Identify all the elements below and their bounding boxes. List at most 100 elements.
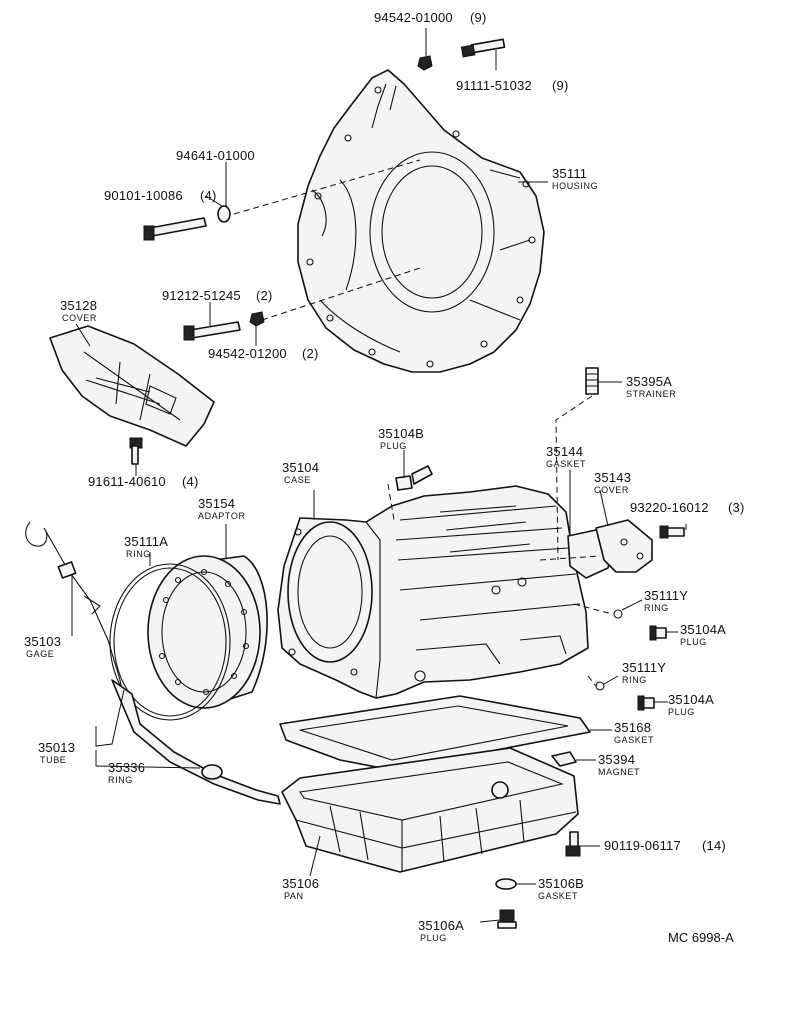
- case-drawing: [277, 485, 589, 699]
- part-name: ADAPTOR: [198, 511, 246, 521]
- gage-drawing: [25, 521, 127, 713]
- callout-94542-01200: 94542-01200 (2): [208, 346, 319, 361]
- callout-35111a-ring: 35111A RING: [124, 534, 168, 559]
- quantity: (9): [470, 10, 487, 25]
- callout-35111y-ring-lower: 35111Y RING: [622, 660, 666, 685]
- callout-35168-gasket: 35168 GASKET: [614, 720, 654, 745]
- callout-91212-51245: 91212-51245 (2): [162, 288, 273, 303]
- callout-35394-magnet: 35394 MAGNET: [598, 752, 640, 777]
- part-number: 94641-01000: [176, 148, 255, 163]
- quantity: (2): [302, 346, 319, 361]
- callout-35104a-plug-lower: 35104A PLUG: [668, 692, 714, 717]
- part-number: 35013: [38, 740, 75, 755]
- part-name: GASKET: [538, 891, 578, 901]
- callout-35128-cover: 35128 COVER: [60, 298, 97, 323]
- callout-35104a-plug-upper: 35104A PLUG: [680, 622, 726, 647]
- part-name: CASE: [284, 475, 311, 485]
- part-number: 35103: [24, 634, 61, 649]
- part-number: 91611-40610: [88, 474, 166, 489]
- part-number: 91212-51245: [162, 288, 241, 303]
- cover-35143-drawing: [595, 519, 653, 573]
- part-name: COVER: [62, 313, 97, 323]
- part-number: 35106A: [418, 918, 464, 933]
- part-name: PLUG: [420, 933, 447, 943]
- callout-93220-16012: 93220-16012 (3): [630, 500, 745, 515]
- part-number: 35395A: [626, 374, 672, 389]
- part-number: 90101-10086: [104, 188, 183, 203]
- part-name: PAN: [284, 891, 304, 901]
- quantity: (4): [200, 188, 217, 203]
- part-name: STRAINER: [626, 389, 676, 399]
- callout-35013-tube: 35013 TUBE: [38, 740, 75, 765]
- part-number: 35143: [594, 470, 631, 485]
- part-number: 35111Y: [622, 660, 666, 675]
- part-name: GASKET: [614, 735, 654, 745]
- callout-35106-pan: 35106 PAN: [282, 876, 319, 901]
- ring-35111a-drawing: [109, 563, 231, 721]
- part-name: HOUSING: [552, 181, 598, 191]
- part-name: MAGNET: [598, 767, 640, 777]
- part-number: 35104A: [680, 622, 726, 637]
- part-name: RING: [622, 675, 647, 685]
- part-name: GASKET: [546, 459, 586, 469]
- part-number: 35104: [282, 460, 319, 475]
- part-number: 35106: [282, 876, 319, 891]
- callout-35154-adaptor: 35154 ADAPTOR: [198, 496, 246, 521]
- callout-94542-01000-top: 94542-01000 (9): [374, 10, 487, 25]
- callout-35103-gage: 35103 GAGE: [24, 634, 61, 659]
- part-number: 35111Y: [644, 588, 688, 603]
- callout-35143-cover: 35143 COVER: [594, 470, 631, 495]
- callout-35106b-gasket: 35106B GASKET: [538, 876, 584, 901]
- quantity: (2): [256, 288, 273, 303]
- part-number: 35168: [614, 720, 651, 735]
- part-name: RING: [126, 549, 151, 559]
- part-name: PLUG: [380, 441, 407, 451]
- part-name: TUBE: [40, 755, 66, 765]
- part-name: RING: [644, 603, 669, 613]
- tube-drawing: [111, 679, 281, 805]
- part-number: 94542-01200: [208, 346, 287, 361]
- part-name: RING: [108, 775, 133, 785]
- quantity: (14): [702, 838, 726, 853]
- quantity: (4): [182, 474, 199, 489]
- part-number: 35111A: [124, 534, 168, 549]
- part-number: 35128: [60, 298, 97, 313]
- hardware-drawings: [129, 38, 685, 929]
- quantity: (9): [552, 78, 569, 93]
- part-number: 35106B: [538, 876, 584, 891]
- part-number: 35104A: [668, 692, 714, 707]
- callout-35104b-plug: 35104B PLUG: [378, 426, 424, 451]
- callout-35106a-plug: 35106A PLUG: [418, 918, 464, 943]
- part-number: 35111: [552, 166, 587, 181]
- part-number: 90119-06117: [604, 838, 681, 853]
- leader-lines: [71, 28, 687, 923]
- callout-35336-ring: 35336 RING: [108, 760, 145, 785]
- callout-35395a-strainer: 35395A STRAINER: [626, 374, 676, 399]
- callout-35104-case: 35104 CASE: [282, 460, 319, 485]
- diagram-reference: MC 6998-A: [668, 930, 734, 945]
- oil-pan-drawing: [281, 747, 579, 873]
- adaptor-drawing: [147, 555, 268, 709]
- part-number: 93220-16012: [630, 500, 709, 515]
- callout-94641-01000: 94641-01000: [176, 148, 255, 163]
- quantity: (3): [728, 500, 745, 515]
- part-name: COVER: [594, 485, 629, 495]
- part-name: GAGE: [26, 649, 54, 659]
- part-number: 35336: [108, 760, 145, 775]
- callout-35111-housing: 35111 HOUSING: [552, 166, 598, 191]
- oil-pan-gasket-drawing: [279, 695, 591, 771]
- callout-35111y-ring-upper: 35111Y RING: [644, 588, 688, 613]
- alignment-lines: [233, 159, 613, 687]
- callout-91611-40610: 91611-40610 (4): [88, 474, 199, 489]
- callout-90119-06117: 90119-06117 (14): [604, 838, 726, 853]
- cover-35128-drawing: [49, 325, 215, 447]
- part-number: 35394: [598, 752, 635, 767]
- part-name: PLUG: [680, 637, 707, 647]
- part-number: 35154: [198, 496, 235, 511]
- part-number: 91111-51032: [456, 78, 532, 93]
- callout-35144-gasket: 35144 GASKET: [546, 444, 586, 469]
- callout-90101-10086: 90101-10086 (4): [104, 188, 217, 203]
- part-number: 35104B: [378, 426, 424, 441]
